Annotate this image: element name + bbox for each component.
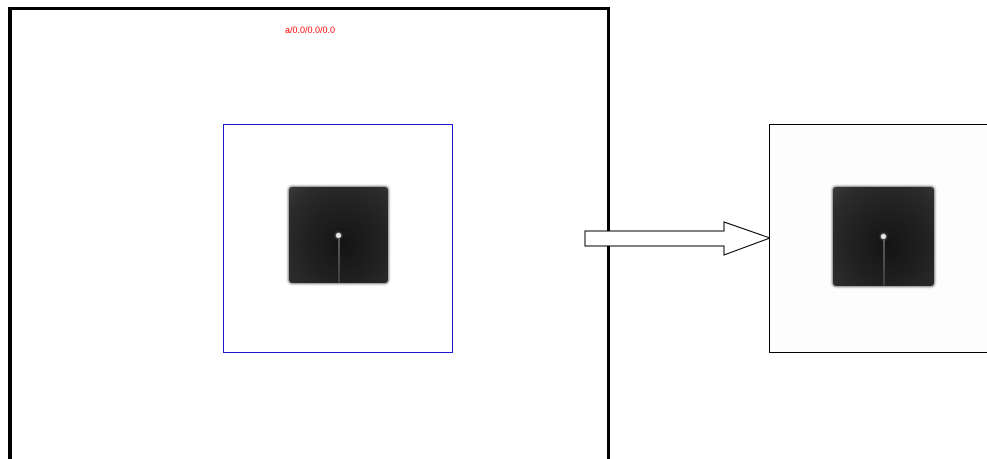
target-center-dot [881,234,886,239]
roi-selection-box[interactable] [223,124,453,353]
main-view-panel: a/0.0/0.0/0.0 [8,7,610,459]
target-image [289,187,388,283]
zoomed-view-panel [769,124,987,353]
target-stem [883,240,885,286]
zoomed-target-image [833,187,934,286]
arrow-right-icon [583,219,773,259]
target-stem [338,239,340,283]
target-center-dot [336,233,341,238]
coordinate-label: a/0.0/0.0/0.0 [285,25,335,35]
